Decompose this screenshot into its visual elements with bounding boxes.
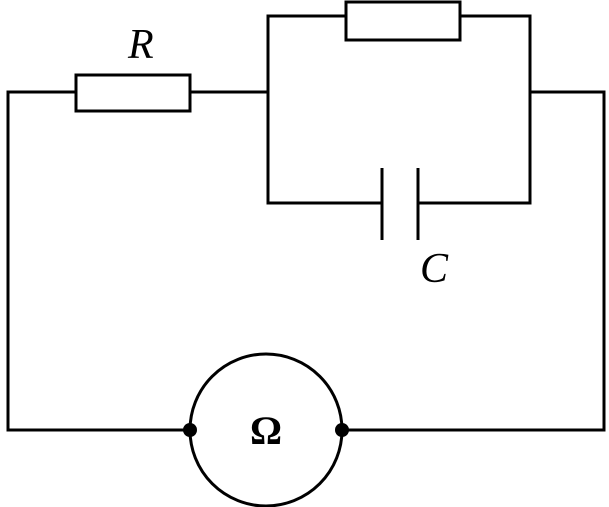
ohmmeter-symbol: Ω (250, 408, 282, 453)
capacitor-label: C (420, 246, 449, 292)
resistor-r (74, 73, 192, 113)
resistor-label: R (127, 22, 154, 68)
terminal-dot-right (335, 423, 349, 437)
wire-right-loop (340, 90, 606, 432)
terminal-dot-left (183, 423, 197, 437)
wire-left-loop (6, 90, 192, 432)
resistor-parallel (344, 0, 462, 42)
